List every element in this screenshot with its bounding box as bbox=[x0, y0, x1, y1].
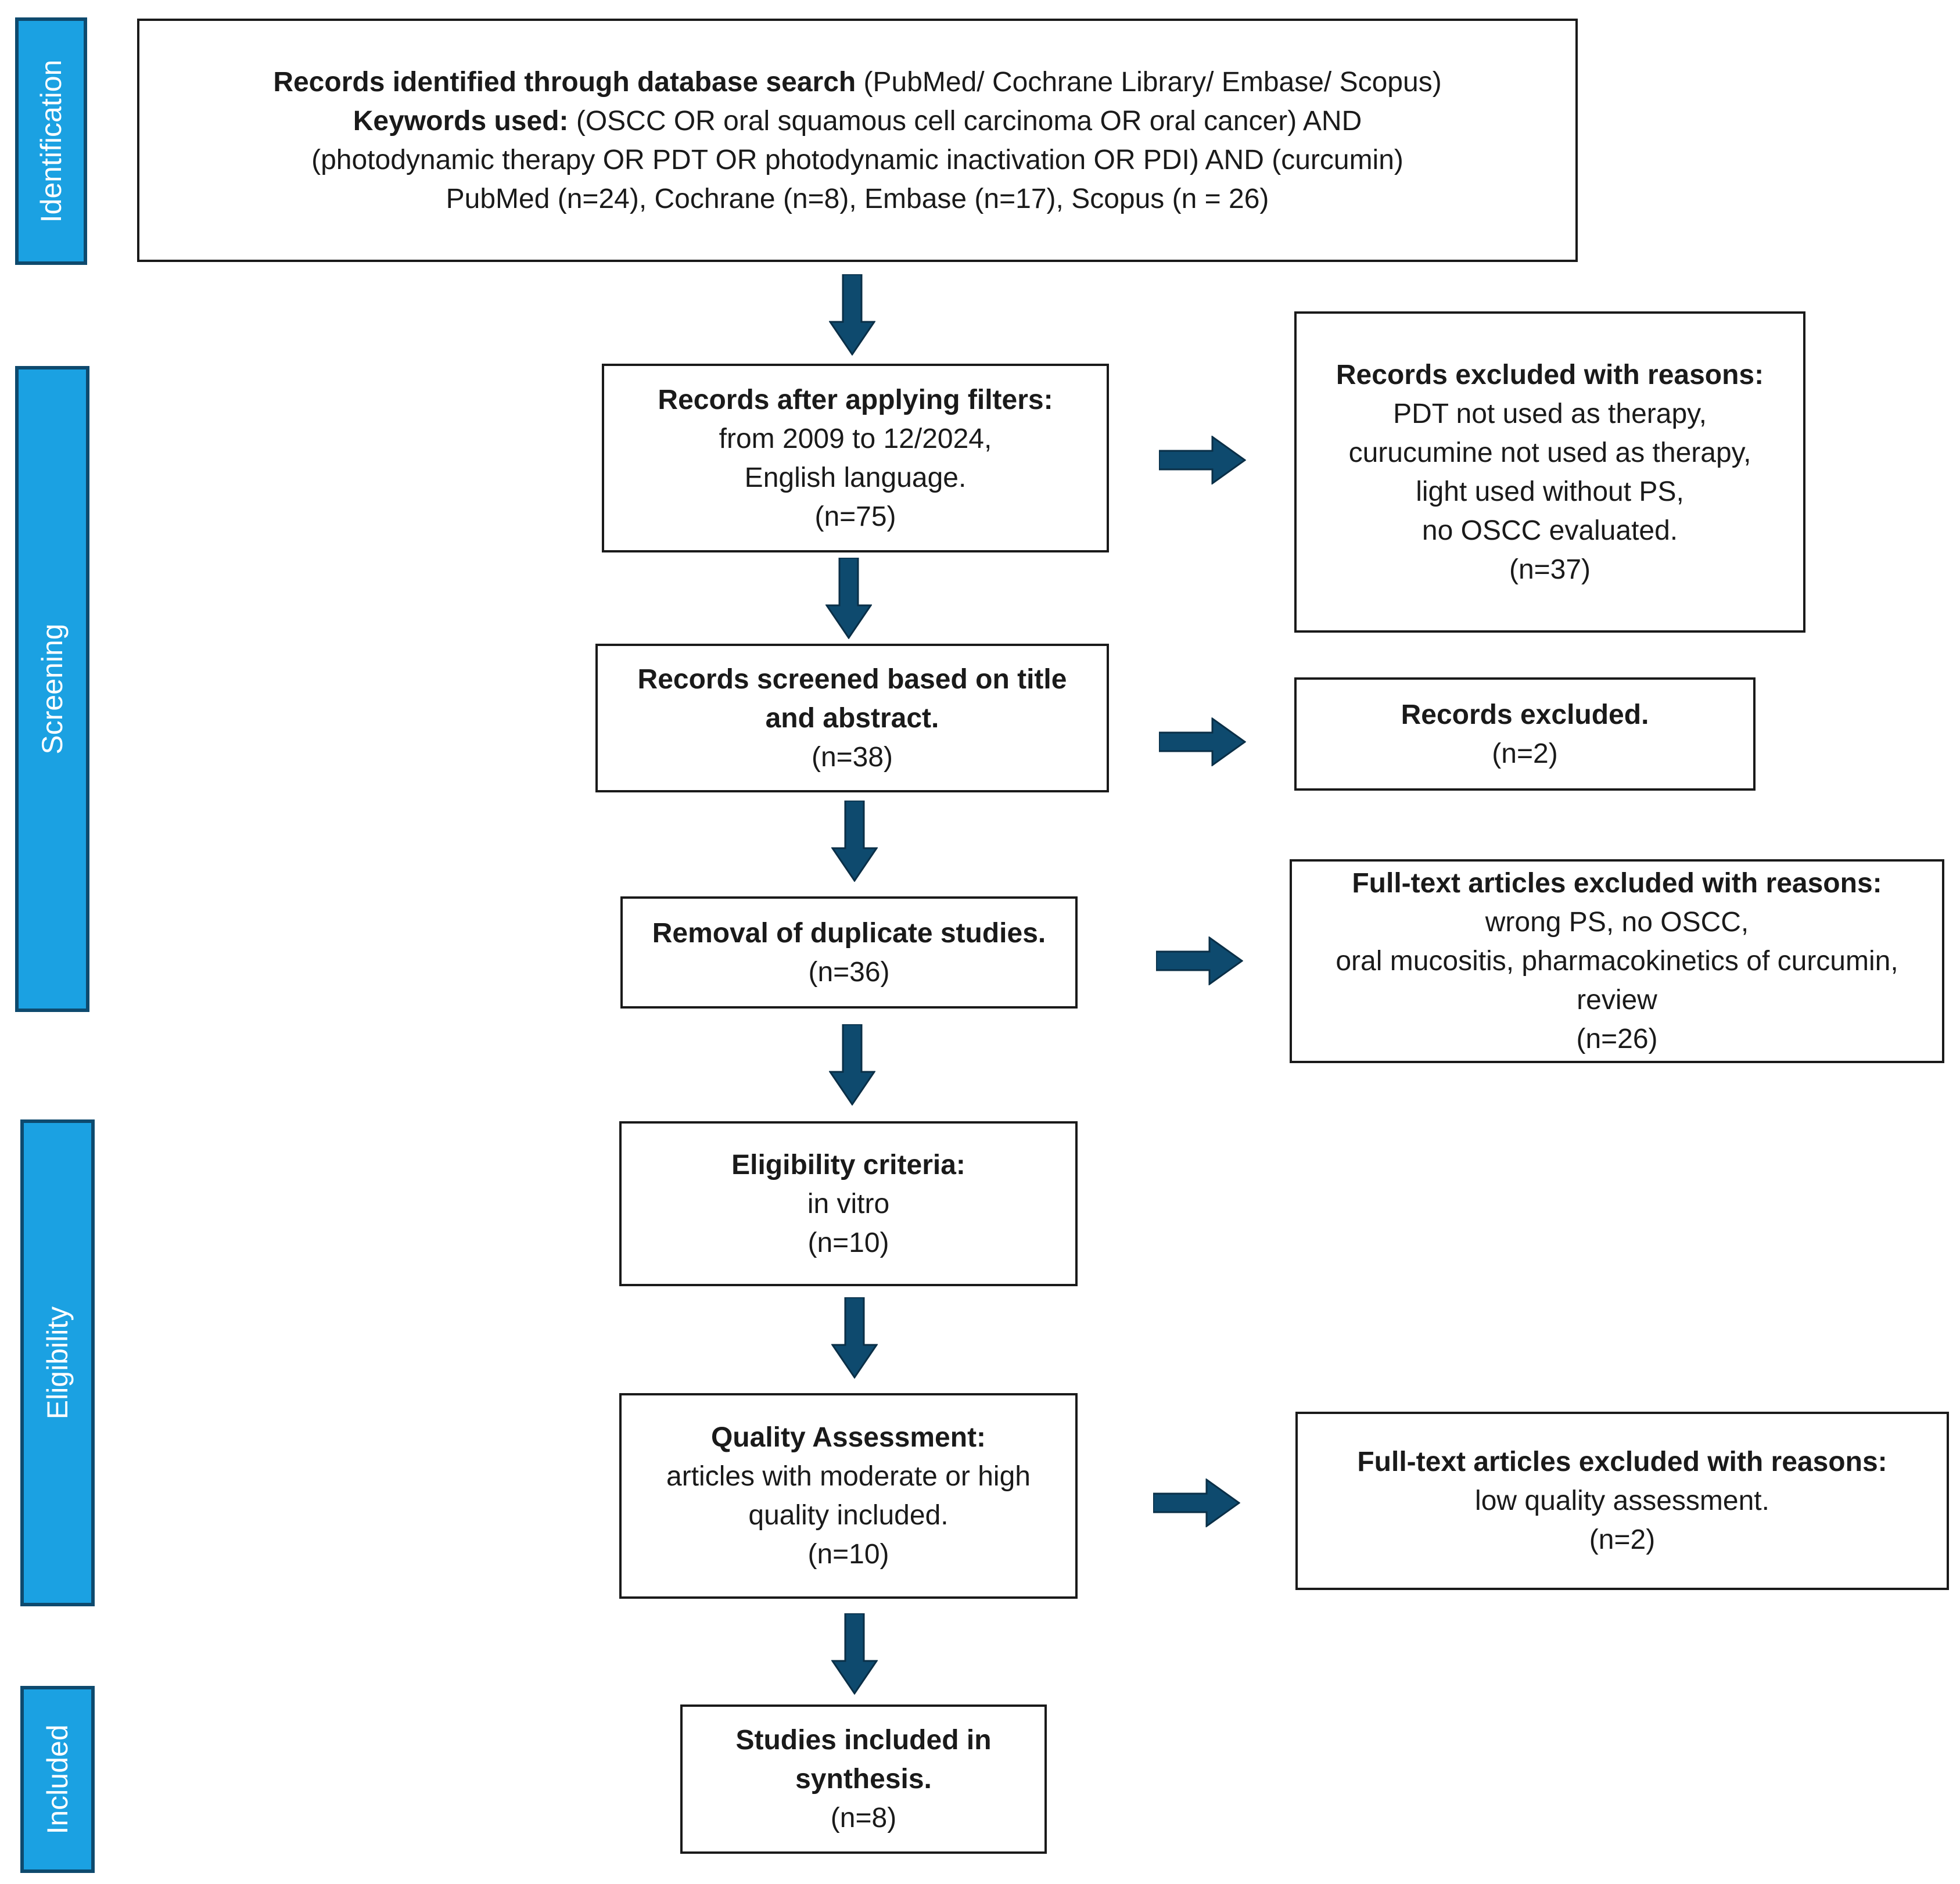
filters-line-3: English language. bbox=[744, 462, 967, 493]
right-arrow-1 bbox=[1159, 436, 1246, 485]
stage-bar-included: Included bbox=[20, 1686, 95, 1873]
fulltext-excluded-box-1: Full-text articles excluded with reasons… bbox=[1290, 859, 1944, 1063]
eligibility-count: (n=10) bbox=[807, 1227, 889, 1258]
stage-bar-eligibility: Eligibility bbox=[20, 1119, 95, 1606]
identification-line-4: PubMed (n=24), Cochrane (n=8), Embase (n… bbox=[446, 183, 1269, 214]
down-arrow-4 bbox=[829, 1024, 875, 1106]
filters-count: (n=75) bbox=[814, 501, 896, 532]
quality-line-2: articles with moderate or high bbox=[666, 1461, 1031, 1492]
duplicates-count: (n=36) bbox=[808, 956, 890, 988]
identification-line-1: Records identified through database sear… bbox=[273, 63, 1441, 102]
excluded-reasons-1-title: Records excluded with reasons: bbox=[1336, 359, 1764, 390]
included-box: Studies included in synthesis. (n=8) bbox=[680, 1704, 1047, 1854]
identification-box: Records identified through database sear… bbox=[137, 19, 1578, 262]
excluded-reasons-1-count: (n=37) bbox=[1509, 554, 1591, 585]
down-arrow-2 bbox=[825, 558, 872, 639]
excluded-reasons-1-line-5: no OSCC evaluated. bbox=[1421, 515, 1678, 546]
excluded-reasons-box-1: Records excluded with reasons: PDT not u… bbox=[1294, 311, 1805, 633]
screened-count: (n=38) bbox=[811, 741, 893, 773]
quality-count: (n=10) bbox=[807, 1539, 889, 1570]
fulltext-excluded-1-line-3: oral mucositis, pharmacokinetics of curc… bbox=[1336, 946, 1898, 977]
eligibility-box: Eligibility criteria: in vitro (n=10) bbox=[619, 1121, 1078, 1286]
excluded-2-count: (n=2) bbox=[1492, 738, 1558, 769]
right-arrow-3 bbox=[1156, 936, 1243, 985]
quality-line-3: quality included. bbox=[748, 1500, 949, 1531]
identification-line-1-rest: (PubMed/ Cochrane Library/ Embase/ Scopu… bbox=[856, 66, 1442, 98]
eligibility-line-2: in vitro bbox=[807, 1188, 890, 1219]
fulltext-excluded-2-line-2: low quality assessment. bbox=[1475, 1485, 1769, 1516]
included-title-2: synthesis. bbox=[795, 1764, 932, 1795]
down-arrow-5 bbox=[831, 1297, 878, 1379]
down-arrow-6 bbox=[831, 1613, 878, 1695]
fulltext-excluded-1-title: Full-text articles excluded with reasons… bbox=[1352, 868, 1882, 899]
screened-title-1: Records screened based on title bbox=[637, 663, 1067, 695]
identification-line-2: Keywords used: (OSCC OR oral squamous ce… bbox=[353, 102, 1362, 141]
excluded-reasons-1-line-3: curucumine not used as therapy, bbox=[1348, 437, 1751, 468]
filters-box: Records after applying filters: from 200… bbox=[602, 364, 1109, 552]
filters-title: Records after applying filters: bbox=[658, 384, 1053, 415]
duplicates-title: Removal of duplicate studies. bbox=[652, 917, 1046, 949]
stage-label-included: Included bbox=[41, 1724, 74, 1835]
right-arrow-2 bbox=[1159, 717, 1246, 766]
quality-title: Quality Assessment: bbox=[710, 1422, 986, 1453]
quality-box: Quality Assessment: articles with modera… bbox=[619, 1393, 1078, 1599]
down-arrow-1 bbox=[829, 274, 875, 356]
identification-line-1-bold: Records identified through database sear… bbox=[273, 66, 856, 98]
stage-label-identification: Identification bbox=[35, 59, 67, 223]
fulltext-excluded-1-line-4: review bbox=[1577, 985, 1657, 1015]
filters-line-2: from 2009 to 12/2024, bbox=[719, 423, 992, 454]
right-arrow-4 bbox=[1153, 1479, 1240, 1527]
fulltext-excluded-1-count: (n=26) bbox=[1576, 1024, 1658, 1054]
identification-line-2-rest: (OSCC OR oral squamous cell carcinoma OR… bbox=[568, 105, 1362, 137]
fulltext-excluded-2-title: Full-text articles excluded with reasons… bbox=[1357, 1447, 1887, 1477]
stage-label-screening: Screening bbox=[36, 623, 69, 755]
stage-bar-identification: Identification bbox=[15, 17, 87, 265]
identification-line-2-bold: Keywords used: bbox=[353, 105, 569, 137]
fulltext-excluded-1-line-2: wrong PS, no OSCC, bbox=[1485, 907, 1749, 938]
fulltext-excluded-box-2: Full-text articles excluded with reasons… bbox=[1295, 1412, 1949, 1590]
stage-label-eligibility: Eligibility bbox=[41, 1306, 74, 1420]
screened-box: Records screened based on title and abst… bbox=[595, 644, 1109, 792]
screened-title-2: and abstract. bbox=[765, 702, 939, 734]
excluded-reasons-1-line-2: PDT not used as therapy, bbox=[1393, 398, 1707, 429]
included-title-1: Studies included in bbox=[735, 1725, 992, 1756]
excluded-box-2: Records excluded. (n=2) bbox=[1294, 677, 1756, 791]
identification-line-3: (photodynamic therapy OR PDT OR photodyn… bbox=[311, 144, 1403, 175]
excluded-2-title: Records excluded. bbox=[1401, 699, 1649, 730]
duplicates-box: Removal of duplicate studies. (n=36) bbox=[620, 896, 1078, 1009]
eligibility-title: Eligibility criteria: bbox=[731, 1149, 965, 1180]
down-arrow-3 bbox=[831, 801, 878, 882]
excluded-reasons-1-line-4: light used without PS, bbox=[1416, 476, 1684, 507]
included-count: (n=8) bbox=[830, 1803, 897, 1833]
stage-bar-screening: Screening bbox=[15, 366, 89, 1012]
fulltext-excluded-2-count: (n=2) bbox=[1589, 1524, 1656, 1555]
